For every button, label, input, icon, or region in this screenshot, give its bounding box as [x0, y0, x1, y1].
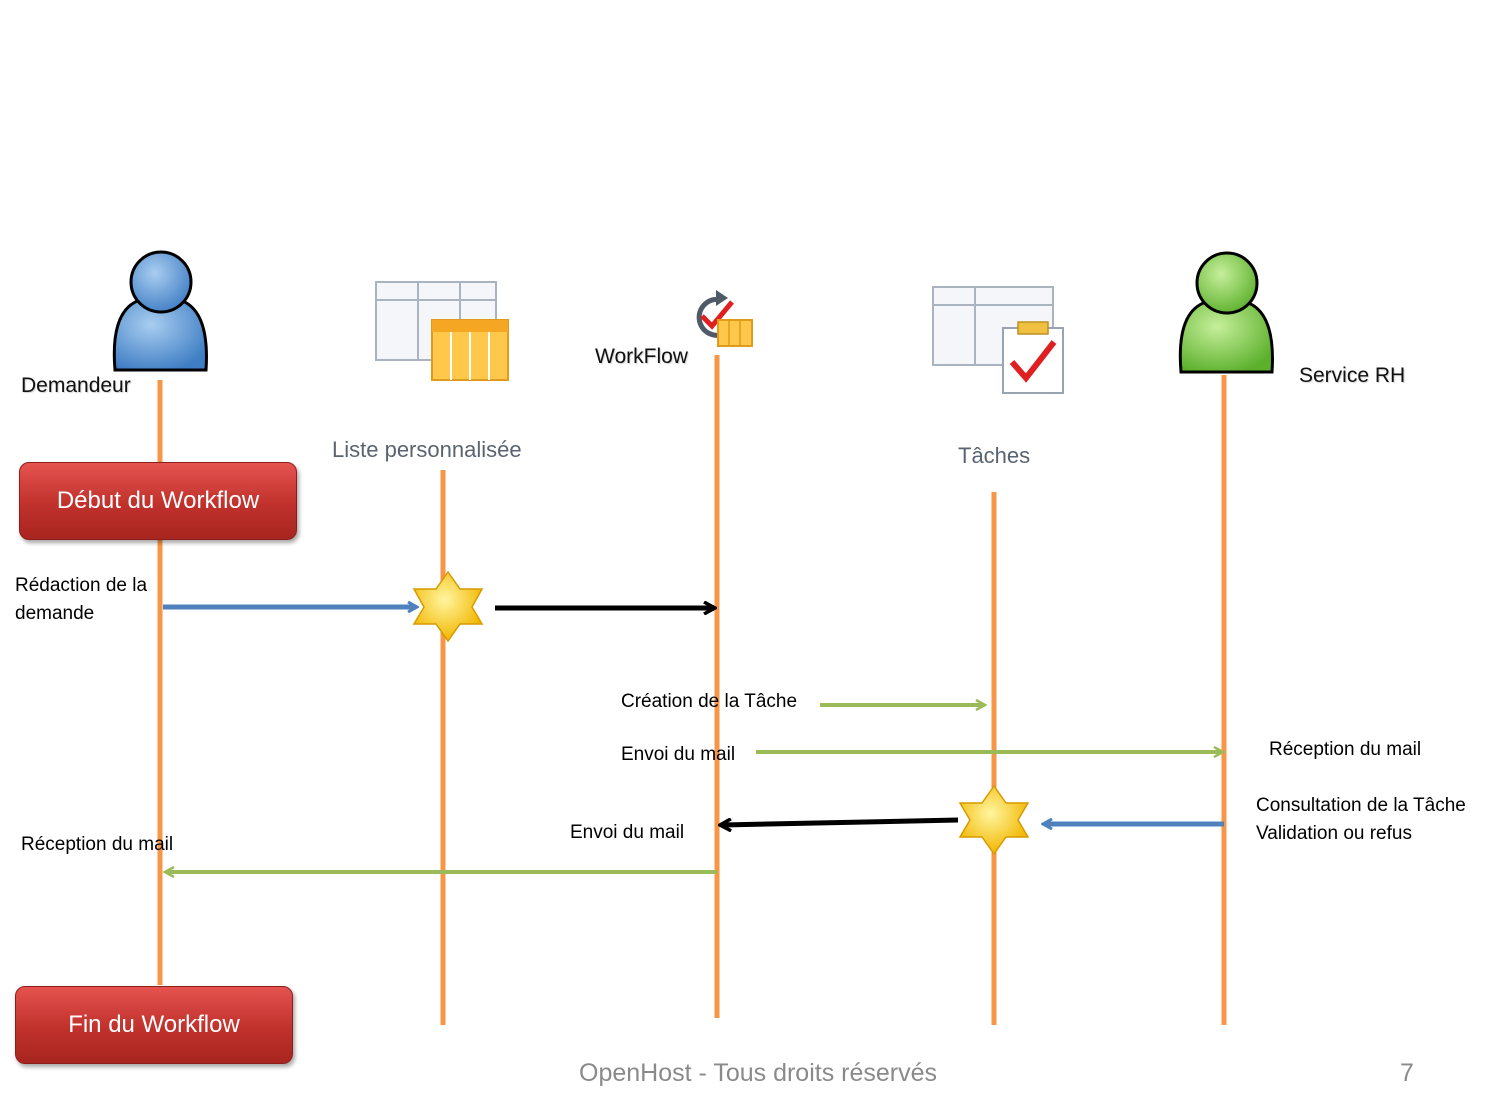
actor-label-liste: Liste personnalisée: [332, 437, 522, 462]
step-creation-tache: Création de la Tâche: [621, 691, 798, 712]
step-consultation: Consultation de la Tâche Validation ou r…: [1256, 795, 1466, 844]
actor-label-demandeur: Demandeur: [21, 374, 131, 397]
tasks-icon: [932, 286, 1064, 394]
star-event-icon: [412, 570, 484, 643]
start-workflow-label: Début du Workflow: [56, 487, 260, 514]
actor-label-workflow: WorkFlow: [595, 345, 688, 368]
step-reception-mail-demandeur: Réception du mail: [21, 834, 174, 855]
footer-text: OpenHost - Tous droits réservés: [579, 1059, 938, 1087]
user-icon-green: [1178, 251, 1274, 374]
end-workflow-button[interactable]: Fin du Workflow: [15, 986, 293, 1064]
step-reception-mail-rh: Réception du mail: [1269, 739, 1422, 760]
step-redaction: Rédaction de la demande: [15, 575, 148, 624]
step-envoi-mail-1: Envoi du mail: [621, 744, 736, 765]
custom-list-icon: [375, 281, 509, 381]
step-envoi-mail-2: Envoi du mail: [570, 822, 685, 843]
end-workflow-label: Fin du Workflow: [68, 1011, 240, 1038]
actor-label-taches: Tâches: [958, 443, 1031, 468]
page-number: 7: [1400, 1059, 1414, 1087]
workflow-icon: [696, 290, 753, 347]
star-event-icon: [958, 784, 1030, 856]
actor-label-service-rh: Service RH: [1299, 364, 1406, 387]
user-icon-blue: [112, 250, 208, 372]
arrow-taches-to-workflow: [722, 817, 959, 825]
start-workflow-button[interactable]: Début du Workflow: [19, 462, 297, 540]
